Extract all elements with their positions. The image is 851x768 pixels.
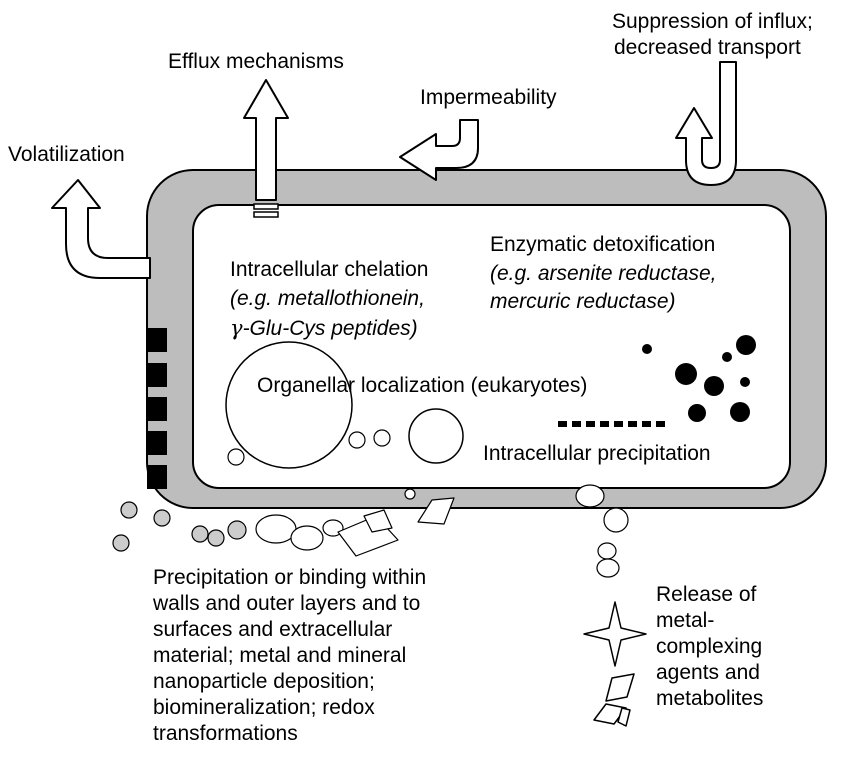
- label-suppression-line1: Suppression of influx;: [612, 10, 813, 33]
- chelation-ex2-text: -Glu-Cys peptides): [242, 317, 418, 340]
- impermeability-arrow: [399, 119, 479, 181]
- label-efflux: Efflux mechanisms: [168, 50, 344, 73]
- efflux-channel-bar: [253, 203, 279, 210]
- efflux-channel-bar: [253, 211, 279, 218]
- release-line: metabolites: [656, 687, 764, 710]
- crystal-pair-icon: [617, 707, 631, 727]
- gamma-symbol: γ: [230, 316, 243, 340]
- vesicle: [404, 488, 416, 500]
- volatilization-arrow: [51, 179, 151, 279]
- extracellular-line: surfaces and extracellular: [153, 618, 393, 641]
- label-suppression-line2: decreased transport: [614, 36, 801, 59]
- vesicle: [348, 431, 366, 449]
- extracellular-line: transformations: [153, 722, 298, 745]
- label-release: Release of metal- complexing agents and …: [656, 583, 763, 711]
- vesicle: [227, 448, 245, 466]
- release-line: complexing: [656, 635, 763, 658]
- label-enzymatic-ex1: (e.g. arsenite reductase,: [490, 262, 717, 285]
- extracellular-line: biomineralization; redox: [153, 696, 375, 719]
- extracellular-line: nanoparticle deposition;: [153, 670, 375, 693]
- extracellular-particles: [112, 501, 247, 552]
- extracellular-line: material; metal and mineral: [153, 644, 407, 667]
- extracellular-line: walls and outer layers and to: [153, 592, 421, 615]
- wall-embedded-particles: [255, 514, 344, 551]
- released-vesicles: [575, 484, 629, 578]
- label-volatilization: Volatilization: [8, 143, 125, 166]
- organelle-medium: [408, 408, 464, 464]
- vesicle: [373, 429, 391, 447]
- label-chelation-ex2: γ-Glu-Cys peptides): [230, 316, 418, 341]
- precipitation-dashes: [558, 421, 665, 427]
- extracellular-line: Precipitation or binding within: [153, 566, 427, 589]
- label-extracellular: Precipitation or binding within walls an…: [153, 566, 426, 746]
- label-enzymatic-ex2: mercuric reductase): [490, 290, 676, 313]
- suppression-arrow: [675, 61, 737, 186]
- crystal-icon: [605, 673, 635, 702]
- release-line: metal-: [656, 609, 715, 632]
- label-chelation-title: Intracellular chelation: [230, 258, 429, 281]
- wall-crystals: [337, 497, 455, 557]
- label-chelation-ex1: (e.g. metallothionein,: [230, 287, 425, 310]
- star-icon: [583, 601, 647, 667]
- efflux-arrow: [243, 79, 289, 201]
- label-enzymatic-title: Enzymatic detoxification: [490, 233, 716, 256]
- precipitate-dots: [642, 335, 756, 422]
- organelle-large: [225, 341, 353, 469]
- label-precipitation: Intracellular precipitation: [483, 442, 711, 465]
- label-impermeability: Impermeability: [420, 86, 557, 109]
- crystal-pair-icon: [593, 703, 627, 725]
- label-organellar: Organellar localization (eukaryotes): [257, 374, 588, 397]
- wall-patches: [147, 328, 167, 489]
- release-line: agents and: [656, 661, 760, 684]
- release-line: Release of: [656, 583, 757, 606]
